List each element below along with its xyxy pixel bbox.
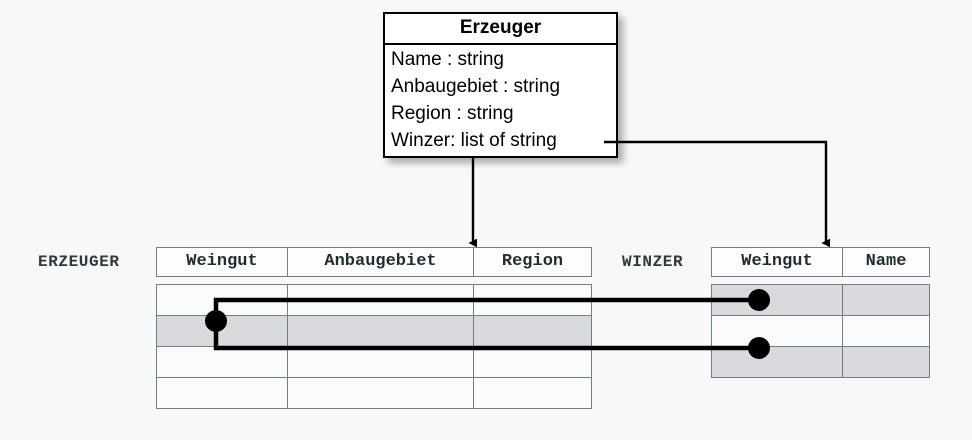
table-row[interactable]	[156, 346, 592, 378]
table-cell[interactable]	[711, 284, 843, 316]
table-row[interactable]	[156, 377, 592, 409]
table-cell[interactable]	[711, 346, 843, 378]
table-header-row: Weingut Name	[711, 247, 930, 277]
table-cell[interactable]	[287, 315, 474, 347]
table-cell[interactable]	[473, 315, 592, 347]
table-cell[interactable]	[842, 284, 930, 316]
table-cell[interactable]	[156, 315, 288, 347]
uml-class-name: Erzeuger	[385, 14, 616, 45]
table-body-erzeuger	[156, 284, 592, 409]
table-cell[interactable]	[156, 346, 288, 378]
column-header-region: Region	[473, 247, 592, 277]
table-row[interactable]	[711, 315, 930, 347]
table-header-winzer: Weingut Name	[711, 247, 930, 277]
column-header-weingut: Weingut	[156, 247, 288, 277]
table-cell[interactable]	[842, 346, 930, 378]
table-cell[interactable]	[473, 377, 592, 409]
column-header-name: Name	[842, 247, 930, 277]
uml-attribute-region: Region : string	[391, 103, 514, 124]
table-cell[interactable]	[473, 346, 592, 378]
table-label-erzeuger: ERZEUGER	[38, 253, 120, 271]
table-cell[interactable]	[287, 284, 474, 316]
table-header-erzeuger: Weingut Anbaugebiet Region	[156, 247, 592, 277]
table-cell[interactable]	[711, 315, 843, 347]
uml-attribute-winzer: Winzer: list of string	[391, 130, 557, 151]
table-header-row: Weingut Anbaugebiet Region	[156, 247, 592, 277]
table-body-winzer	[711, 284, 930, 378]
uml-class-box: Erzeuger Name : string Anbaugebiet : str…	[383, 12, 618, 158]
table-cell[interactable]	[473, 284, 592, 316]
uml-attribute-anbaugebiet: Anbaugebiet : string	[391, 76, 561, 97]
table-row[interactable]	[156, 284, 592, 316]
uml-attribute-list: Name : string Anbaugebiet : string Regio…	[385, 45, 616, 156]
table-label-winzer: WINZER	[622, 253, 684, 271]
uml-attribute-name: Name : string	[391, 49, 504, 70]
column-header-anbaugebiet: Anbaugebiet	[287, 247, 474, 277]
table-cell[interactable]	[156, 377, 288, 409]
table-cell[interactable]	[842, 315, 930, 347]
table-row-highlighted[interactable]	[711, 346, 930, 378]
table-cell[interactable]	[287, 346, 474, 378]
table-row-highlighted[interactable]	[156, 315, 592, 347]
mapping-arrow-right	[604, 140, 830, 248]
table-cell[interactable]	[287, 377, 474, 409]
table-cell[interactable]	[156, 284, 288, 316]
column-header-weingut: Weingut	[711, 247, 843, 277]
table-row-highlighted[interactable]	[711, 284, 930, 316]
